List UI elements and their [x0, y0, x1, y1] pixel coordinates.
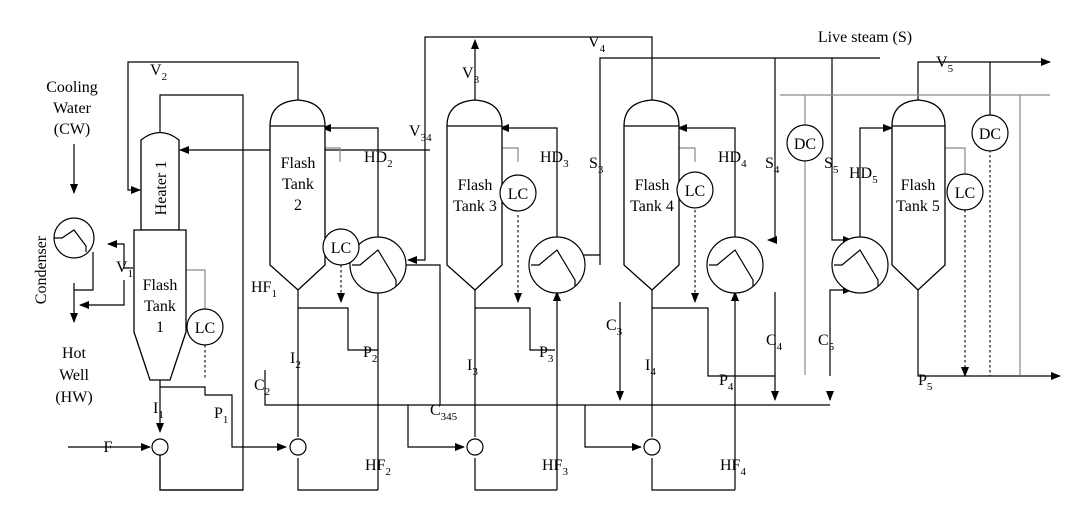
level-controller-3: LC	[499, 174, 537, 212]
level-controller-1: LC	[186, 308, 224, 346]
tank-4-label-2: Tank 4	[630, 198, 674, 215]
signal-lines	[186, 147, 991, 380]
flash-tank-3	[446, 99, 503, 291]
svg-text:LC: LC	[331, 240, 351, 257]
stream-label-v4: V4	[588, 34, 606, 55]
heater-1	[140, 131, 180, 231]
mixer-2	[289, 438, 307, 456]
mixer-3	[466, 438, 484, 456]
condenser-exchanger	[53, 217, 95, 259]
hot-well-label-3: (HW)	[55, 389, 92, 406]
hot-well-label-2: Well	[59, 367, 89, 384]
stream-label-v34: V34	[409, 123, 432, 144]
stream-label-i1: I1	[153, 400, 164, 421]
stream-label-hd3: HD3	[540, 149, 569, 170]
mixer-4	[643, 438, 661, 456]
tank-2-label-2: Tank	[282, 176, 314, 193]
density-controller-5: DC	[971, 114, 1009, 152]
stream-label-c345: C345	[430, 402, 458, 423]
svg-text:LC: LC	[685, 183, 705, 200]
stream-label-hd4: HD4	[718, 149, 747, 170]
stream-label-v3: V3	[462, 65, 480, 86]
tank-2-label-3: 2	[294, 197, 302, 214]
process-lines	[68, 36, 1061, 491]
hot-well-label-1: Hot	[62, 345, 87, 362]
tank-1-label-1: Flash	[143, 277, 178, 294]
stream-label-i3: I3	[467, 357, 478, 378]
heater-1-label: Heater 1	[153, 161, 170, 216]
stream-label-hd2: HD2	[364, 149, 393, 170]
stream-label-c2: C2	[254, 377, 270, 398]
stream-label-s4: S4	[765, 155, 780, 176]
tank-4-label-1: Flash	[635, 177, 670, 194]
level-controller-4: LC	[676, 171, 714, 209]
level-controller-5: LC	[946, 173, 984, 211]
density-controller-4: DC	[786, 124, 824, 162]
stream-label-hd5: HD5	[849, 165, 878, 186]
cooling-water-label-3: (CW)	[54, 121, 90, 138]
mixer-1	[151, 438, 169, 456]
cooling-water-label-2: Water	[53, 100, 91, 117]
stream-label-i4: I4	[645, 357, 656, 378]
stream-label-p5: P5	[918, 372, 933, 393]
stream-label-hf3: HF3	[542, 457, 568, 478]
flash-tank-2	[269, 99, 326, 291]
flash-tank-1	[133, 229, 187, 381]
svg-text:DC: DC	[794, 136, 816, 153]
stream-label-v1: V1	[116, 259, 133, 280]
stream-label-p3: P3	[539, 344, 554, 365]
stream-label-hf2: HF2	[365, 457, 391, 478]
tank-3-label-1: Flash	[458, 177, 493, 194]
tank-5-label-1: Flash	[901, 177, 936, 194]
live-steam-label: Live steam (S)	[818, 29, 912, 46]
tank-5-label-2: Tank 5	[896, 198, 940, 215]
stream-label-c5: C5	[818, 332, 835, 353]
svg-text:LC: LC	[508, 186, 528, 203]
svg-text:LC: LC	[195, 320, 215, 337]
stream-label-v2: V2	[150, 62, 167, 83]
cooling-water-label-1: Cooling	[46, 79, 98, 96]
stream-label-c4: C4	[766, 332, 783, 353]
stream-label-hf1: HF1	[251, 279, 277, 300]
stream-label-s3: S3	[589, 155, 604, 176]
heat-exchanger-2	[349, 236, 407, 294]
stream-label-s5: S5	[824, 155, 839, 176]
flash-tank-5	[891, 99, 946, 291]
stream-label-p1: P1	[214, 405, 228, 426]
svg-text:LC: LC	[955, 185, 975, 202]
level-controller-2: LC	[322, 228, 360, 266]
stream-label-hf4: HF4	[720, 457, 746, 478]
equipment-labels: Cooling Water (CW) Condenser Hot Well (H…	[33, 29, 940, 456]
tank-1-label-2: Tank	[144, 298, 176, 315]
stream-label-i2: I2	[290, 350, 301, 371]
stream-label-c3: C3	[606, 317, 623, 338]
flash-tank-4	[623, 99, 680, 291]
stream-label-p4: P4	[719, 372, 734, 393]
stream-label-v5: V5	[936, 54, 954, 75]
feed-label: F	[104, 439, 113, 456]
heat-exchanger-4	[706, 236, 764, 294]
tank-2-label-1: Flash	[281, 155, 316, 172]
heat-exchanger-3	[528, 236, 586, 294]
tank-3-label-2: Tank 3	[453, 198, 497, 215]
condenser-label: Condenser	[33, 235, 50, 304]
heat-exchanger-5	[831, 236, 889, 294]
stream-label-p2: P2	[363, 344, 377, 365]
svg-text:DC: DC	[979, 126, 1001, 143]
tank-1-label-3: 1	[156, 319, 164, 336]
